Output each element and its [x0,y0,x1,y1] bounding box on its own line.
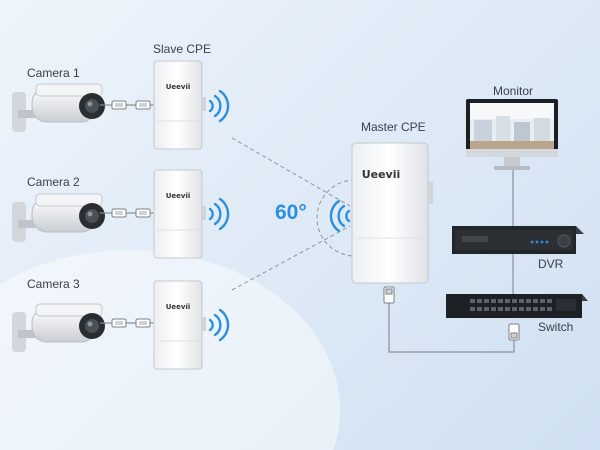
coverage-angle-label: 60° [275,201,307,224]
slave-signal-icons [208,89,230,342]
master-signal-icon [329,199,351,233]
master-cpe-brand: Ueevii [362,168,401,181]
coverage-lines [231,137,356,291]
slave-cpe-label: Slave CPE [153,42,212,56]
monitor-label: Monitor [493,84,534,98]
camera-3-label: Camera 3 [27,277,80,291]
camera-1-label: Camera 1 [27,66,80,80]
camera-3-device [11,303,106,353]
switch-label: Switch [538,320,574,334]
dvr-device [452,226,584,254]
slave-cpe-2: Ueevii [153,169,207,259]
backbone-lines [388,170,515,353]
monitor-device [466,99,558,170]
camera-1-device [11,83,106,133]
slave-cpe-1: Ueevii [153,60,207,150]
master-cpe-label: Master CPE [361,120,426,134]
master-cpe: Ueevii [351,142,433,284]
cable-plug-icons [111,100,151,328]
slave-cpe-3-brand: Ueevii [166,303,191,311]
slave-cpe-2-brand: Ueevii [166,192,191,200]
camera-2-device [11,193,106,243]
dvr-label: DVR [538,257,564,271]
switch-device [446,294,588,318]
camera-2-label: Camera 2 [27,175,80,189]
ethernet-plug-icons [383,286,520,341]
slave-cpe-1-brand: Ueevii [166,83,191,91]
slave-cpe-3: Ueevii [153,280,207,370]
